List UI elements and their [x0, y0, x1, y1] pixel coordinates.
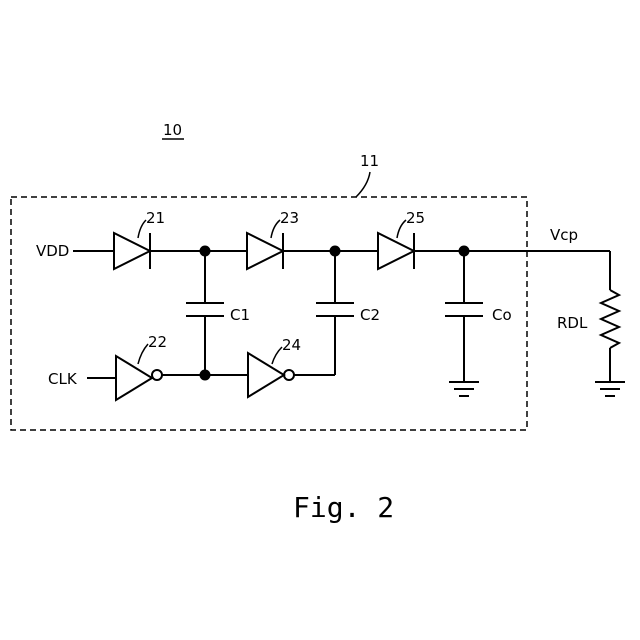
diode-25-leader: [397, 220, 406, 238]
co-label: Co: [492, 306, 512, 324]
diode-23-ref: 23: [280, 209, 299, 227]
circuit-ref: 11: [360, 152, 379, 170]
inverter-22-leader: [138, 344, 148, 364]
rdl-label: RDL: [557, 314, 588, 332]
diode-25-ref: 25: [406, 209, 425, 227]
c2-label: C2: [360, 306, 380, 324]
ground-rdl: [595, 382, 625, 396]
inverter-22-ref: 22: [148, 333, 167, 351]
vdd-label: VDD: [36, 242, 69, 260]
diode-21-leader: [138, 220, 146, 238]
c1-label: C1: [230, 306, 250, 324]
ground-co: [449, 382, 479, 396]
diode-23: [247, 233, 283, 269]
vcp-label: Vcp: [550, 226, 578, 244]
diode-25: [378, 233, 414, 269]
diode-21-ref: 21: [146, 209, 165, 227]
capacitor-c1: [186, 251, 224, 375]
circuit-ref-leader: [356, 172, 370, 197]
capacitor-c2: [316, 251, 354, 375]
figure-caption: Fig. 2: [293, 491, 394, 524]
node-4: [200, 370, 210, 380]
inverter-24-leader: [272, 347, 282, 364]
diode-21: [114, 233, 150, 269]
circuit-boundary: [11, 197, 527, 430]
clk-label: CLK: [48, 370, 78, 388]
capacitor-co: [445, 251, 483, 382]
inverter-24: [248, 353, 294, 397]
resistor-rdl: [601, 251, 619, 382]
diode-23-leader: [271, 220, 280, 238]
inverter-24-ref: 24: [282, 336, 301, 354]
device-ref: 10: [163, 121, 182, 139]
